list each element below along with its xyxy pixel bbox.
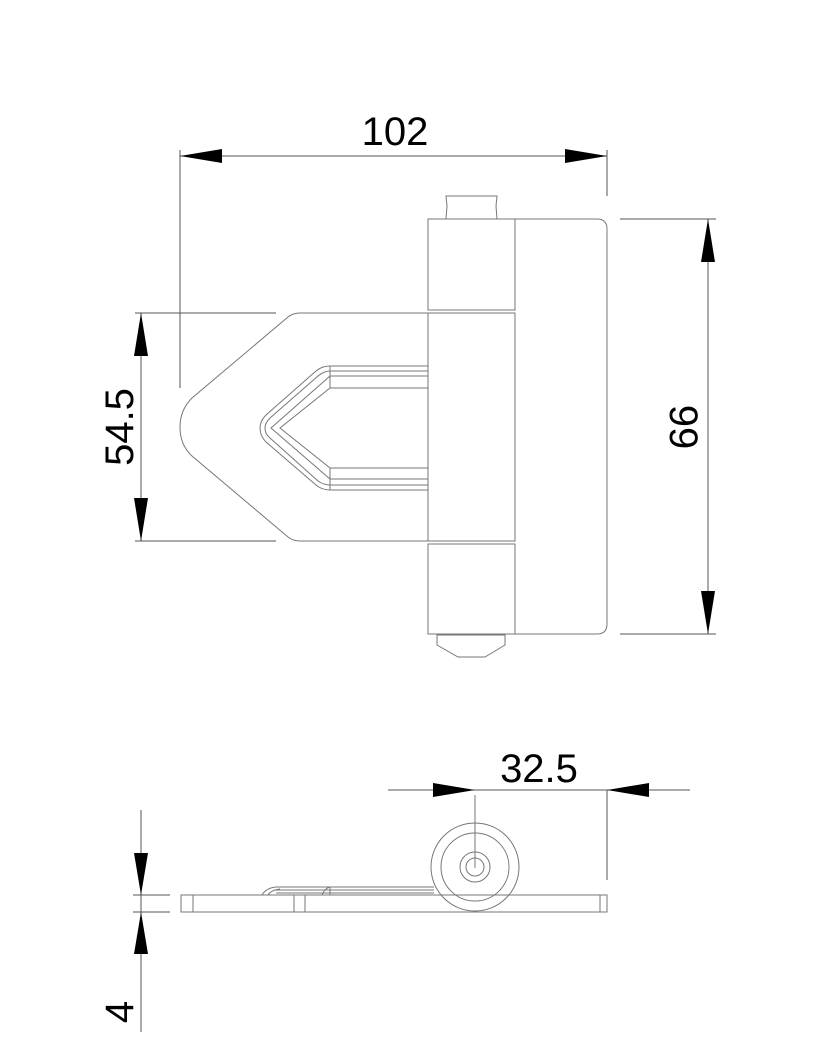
dimension-4-label: 4 [98,1001,142,1023]
slot-outer [259,365,428,491]
slot-inner [279,387,428,469]
side-plate [180,894,608,913]
dimension-4: 4 [98,810,170,1032]
knuckle-bottom [427,543,516,635]
pin-bottom [436,634,506,658]
side-view [180,795,608,913]
dimension-54-5-label: 54.5 [98,388,142,466]
dimension-99-label: 99 [661,405,705,450]
knuckle-middle [427,312,516,542]
arrow-plate [179,312,428,542]
side-leaf-fold [261,886,434,896]
dimension-54-5: 54.5 [98,312,276,542]
slot-mid [264,370,428,486]
leaf-right [515,218,608,635]
knuckle-top [427,218,516,311]
pin-top [445,195,498,220]
dimension-32-5-label: 32.5 [500,747,578,791]
dimension-102-label: 102 [362,110,429,154]
slot-bevel [270,366,428,490]
dimension-102: 102 [179,110,608,388]
dimension-99: 99 [620,218,716,635]
top-view [179,195,608,658]
dimension-32-5: 32.5 [388,747,690,880]
